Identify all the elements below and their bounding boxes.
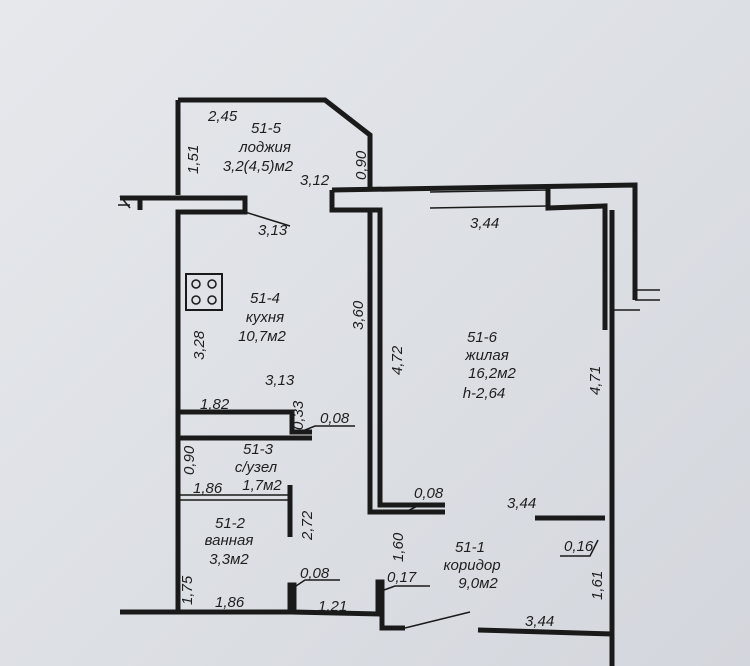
room-id: 51-2 [215,515,246,532]
room-id: 51-4 [250,290,280,307]
room-name: жилая [464,347,508,364]
dimension-label: 3,12 [300,172,330,189]
dimension-label: 1,75 [179,575,196,605]
dimension-label: 2,45 [207,108,238,125]
room-id: 51-1 [455,539,485,556]
walls [118,97,660,666]
room-id: 51-3 [243,441,274,458]
dimension-label: 3,44 [470,215,499,232]
dimension-label: 0,16 [564,538,594,555]
room-bathroom: 51-2 ванная 3,3м2 [205,515,254,568]
room-area: 3,2(4,5)м2 [223,158,294,175]
dimension-label: 1,61 [589,571,606,600]
dimension-label: 0,33 [290,400,307,430]
dimension-label: 0,08 [414,485,444,502]
dimension-label: 1,21 [318,598,347,615]
dimension-label: 1,60 [390,532,407,562]
dimension-label: 3,28 [191,330,208,360]
dimension-label: 1,82 [200,396,230,413]
dimension-label: 2,72 [299,510,316,541]
room-corridor: 51-1 коридор 9,0м2 [443,539,500,592]
dimension-label: 1,86 [215,594,245,611]
dimension-label: 0,90 [353,150,370,180]
room-area: 16,2м2 [468,365,516,382]
room-name: коридор [443,557,500,574]
dimension-label: 0,17 [387,569,417,586]
room-name: кухня [246,309,284,326]
dimension-label: 0,08 [300,565,330,582]
room-name: ванная [205,532,254,549]
dimension-label: 0,90 [181,445,198,475]
dimension-label: 4,72 [389,345,406,375]
dimension-label: 3,60 [350,300,367,330]
room-area: 3,3м2 [209,551,249,568]
dimension-label: 3,13 [258,222,288,239]
room-id: 51-5 [251,120,282,137]
dimension-labels: 2,45 1,51 0,90 3,12 3,13 3,60 3,28 3,13 … [179,108,606,630]
room-kitchen: 51-4 кухня 10,7м2 [238,290,286,345]
dimension-label: 3,13 [265,372,295,389]
room-name: с/узел [235,459,278,476]
room-area: 1,7м2 [242,477,282,494]
room-name: лоджия [238,139,291,156]
stove-icon [185,273,223,311]
dimension-label: 0,08 [320,410,350,427]
room-area: 10,7м2 [238,328,286,345]
room-area: 9,0м2 [458,575,498,592]
room-toilet: 51-3 с/узел 1,7м2 [235,441,283,494]
room-living: 51-6 жилая 16,2м2 h-2,64 [463,329,517,402]
leader-lines [244,211,599,591]
room-loggia: 51-5 лоджия 3,2(4,5)м2 [223,120,294,175]
room-height: h-2,64 [463,385,506,402]
dimension-label: 1,51 [185,145,202,174]
room-id: 51-6 [467,329,498,346]
dimension-label: 1,86 [193,480,223,497]
dimension-label: 4,71 [587,366,604,395]
dimension-label: 3,44 [507,495,536,512]
dimension-label: 3,44 [525,613,554,630]
